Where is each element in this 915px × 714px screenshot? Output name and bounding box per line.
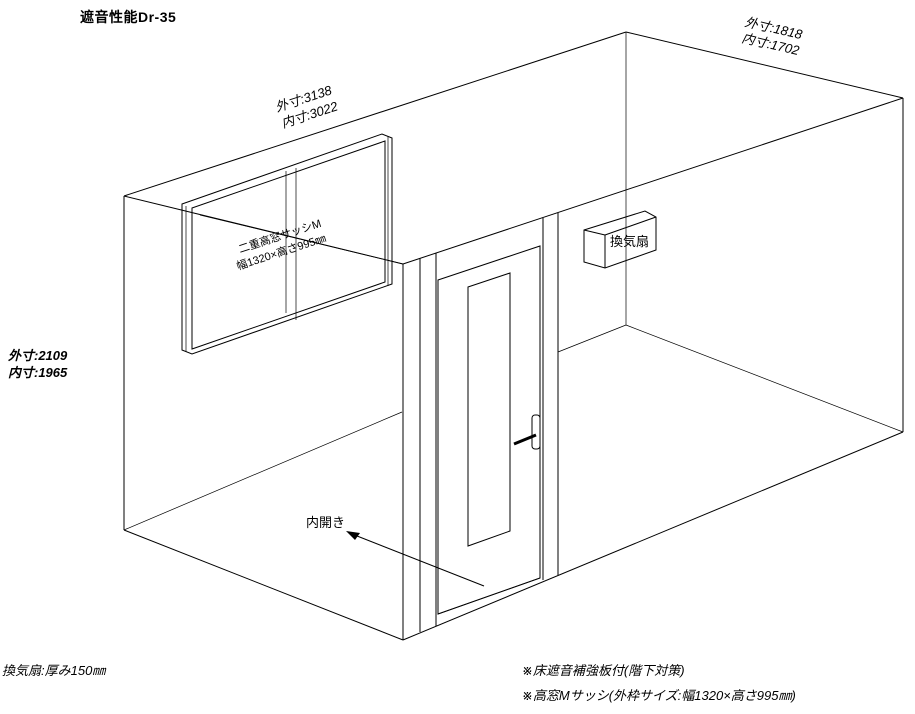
note-floor: ※床遮音補強板付(階下対策) bbox=[522, 663, 685, 678]
title: 遮音性能Dr-35 bbox=[80, 9, 176, 25]
door-opening-label: 内開き bbox=[306, 515, 345, 530]
door bbox=[419, 213, 559, 632]
room-outline bbox=[123, 31, 904, 641]
depth-dimension: 外寸:1818 内寸:1702 bbox=[740, 14, 804, 58]
ventilation-fan: 換気扇 bbox=[583, 210, 657, 269]
width-dimension: 外寸:3138 内寸:3022 bbox=[273, 82, 340, 131]
height-inner: 内寸:1965 bbox=[8, 365, 68, 380]
note-fan-thickness: 換気扇:厚み150㎜ bbox=[2, 663, 107, 678]
arrow-head-icon bbox=[346, 531, 360, 540]
door-opening-indicator: 内開き bbox=[306, 515, 485, 587]
high-window: 二重高窓サッシM 幅1320×高さ995㎜ bbox=[181, 133, 404, 355]
height-outer: 外寸:2109 bbox=[7, 348, 68, 363]
fan-label: 換気扇 bbox=[610, 234, 649, 249]
note-window: ※高窓Mサッシ(外枠サイズ:幅1320×高さ995㎜) bbox=[522, 688, 796, 703]
height-dimension: 外寸:2109 内寸:1965 bbox=[7, 348, 68, 380]
